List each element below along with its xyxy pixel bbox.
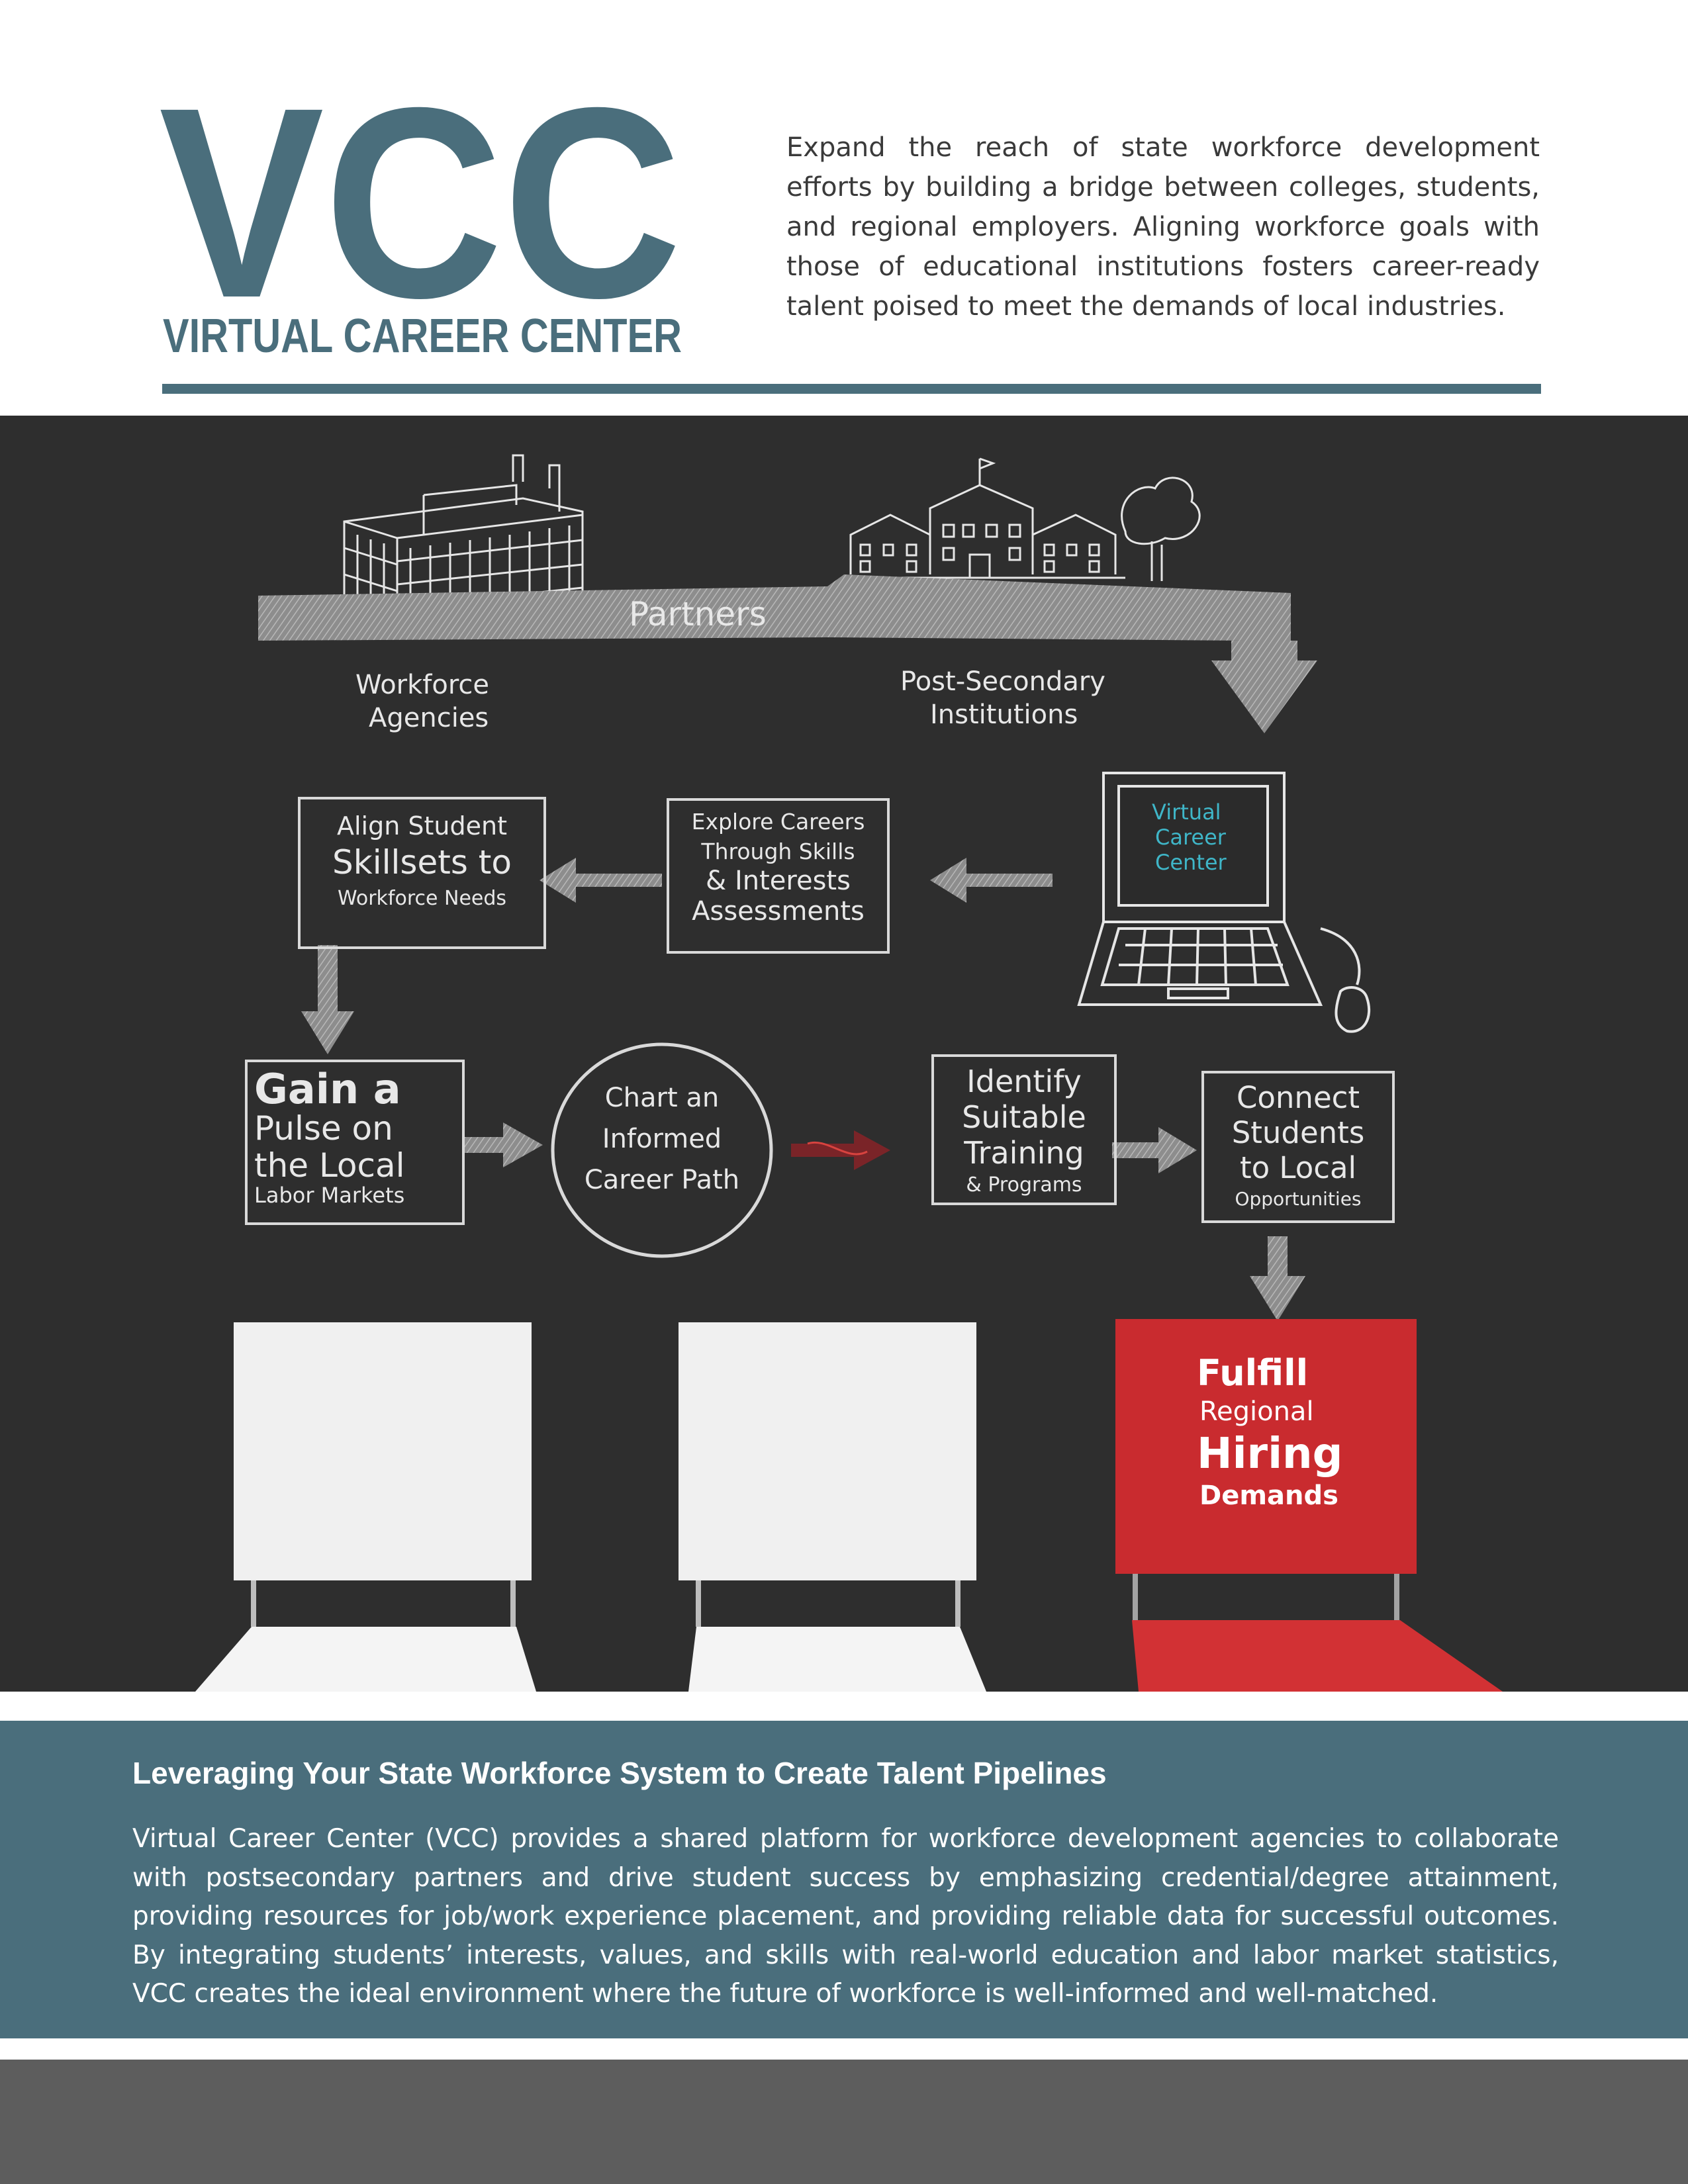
align-line3: Workforce Needs: [337, 887, 507, 910]
identify-training-box: Identify Suitable Training & Programs: [931, 1054, 1117, 1205]
intro-paragraph: Expand the reach of state workforce deve…: [786, 132, 1540, 322]
identify-line1: Identify: [966, 1064, 1082, 1099]
header-divider: [162, 384, 1541, 394]
partners-beam: Partners: [258, 574, 1317, 733]
chart-career-path-text: Chart an Informed Career Path: [556, 1077, 768, 1201]
gain-pulse-box: Gain a Pulse on the Local Labor Markets: [245, 1060, 465, 1225]
workforce-agencies-line1: Workforce: [355, 670, 489, 700]
chart-line3: Career Path: [584, 1165, 740, 1195]
gain-line3: the Local: [254, 1146, 405, 1185]
arrow-identify-to-connect: [1112, 1127, 1197, 1173]
gain-line2: Pulse on: [254, 1109, 393, 1148]
connect-students-box: Connect Students to Local Opportunities: [1201, 1071, 1395, 1223]
fulfill-line1: Fulfill: [1197, 1352, 1308, 1394]
arrow-connect-to-fulfill: [1250, 1236, 1305, 1321]
post-secondary-line2: Institutions: [930, 700, 1078, 730]
align-line1: Align Student: [337, 811, 507, 841]
connect-line1: Connect: [1236, 1080, 1360, 1115]
fulfill-line3: Hiring: [1197, 1430, 1342, 1479]
align-line2: Skillsets to: [332, 843, 512, 882]
gain-line1: Gain a: [254, 1065, 401, 1113]
explore-line1: Explore Careers: [691, 809, 865, 835]
explore-careers-box: Explore Careers Through Skills & Interes…: [667, 798, 890, 954]
school-building-icon: [841, 457, 1201, 581]
laptop-label-line1: Virtual: [1152, 799, 1221, 825]
explore-line2: Through Skills: [701, 839, 855, 864]
identify-line4: & Programs: [966, 1173, 1082, 1197]
red-chair: [1115, 1319, 1503, 1692]
laptop-label-line3: Center: [1155, 850, 1227, 875]
flow-arrows: [301, 858, 1305, 1321]
laptop-label-line2: Career: [1155, 825, 1227, 850]
explore-line4: Assessments: [692, 896, 865, 927]
explore-line3: & Interests: [706, 866, 851, 896]
logo-tagline: VIRTUAL CAREER CENTER: [163, 310, 682, 363]
connect-line4: Opportunities: [1235, 1188, 1362, 1210]
partners-label: Partners: [629, 595, 767, 633]
footer-bar: [0, 2060, 1688, 2184]
vcc-logo: VCC: [159, 86, 682, 318]
section-heading: Leveraging Your State Workforce System t…: [132, 1756, 1107, 1790]
arrow-laptop-to-explore: [930, 858, 1053, 903]
arrow-gain-to-chart: [463, 1122, 543, 1167]
workforce-agencies-line2: Agencies: [369, 703, 489, 733]
logo-brand: VCC: [159, 86, 682, 318]
chart-line1: Chart an: [604, 1083, 720, 1113]
arrow-explore-to-align: [539, 858, 662, 903]
fulfill-line2: Regional: [1199, 1396, 1314, 1427]
post-secondary-line1: Post-Secondary: [900, 666, 1105, 697]
connect-line2: Students: [1231, 1115, 1365, 1150]
connect-line3: to Local: [1239, 1150, 1357, 1185]
white-chair-middle: [679, 1322, 986, 1692]
logo-tagline-graphic: VIRTUAL CAREER CENTER: [163, 310, 682, 363]
chalk-drawings: Partners Workforce Agencies Post-Seconda…: [195, 454, 1503, 1692]
arrow-align-to-gain: [301, 945, 354, 1054]
gain-line4: Labor Markets: [254, 1183, 405, 1208]
chalkboard-illustration: Partners Workforce Agencies Post-Seconda…: [0, 416, 1688, 1692]
align-skillsets-box: Align Student Skillsets to Workforce Nee…: [298, 797, 546, 949]
fulfill-line4: Demands: [1199, 1480, 1338, 1511]
white-chair-left: [195, 1322, 536, 1692]
chart-line2: Informed: [602, 1124, 722, 1154]
laptop-icon: [1077, 772, 1371, 1033]
identify-line2: Suitable: [962, 1099, 1086, 1135]
chart-path-circle: [551, 1042, 773, 1258]
section-body: Virtual Career Center (VCC) provides a s…: [132, 1824, 1559, 2009]
info-band: Leveraging Your State Workforce System t…: [0, 1721, 1688, 2038]
identify-line3: Training: [964, 1135, 1084, 1171]
